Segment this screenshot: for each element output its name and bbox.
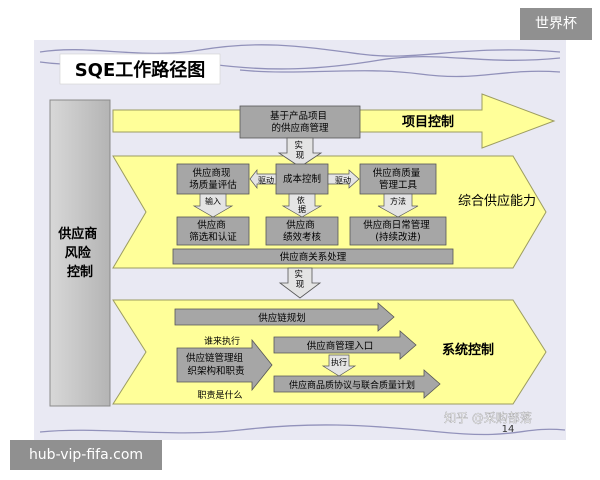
integrated-supply-label: 综合供应能力 — [458, 193, 536, 209]
project-control-label: 项目控制 — [402, 114, 454, 130]
cost-control-box — [275, 163, 329, 195]
zhihu-watermark: 知乎 @采购部落 — [444, 410, 532, 425]
org-structure-text: 供应链管理组 织架构和职责 — [186, 352, 246, 377]
daily-mgmt-text: 供应商日常管理 (持续改进) — [363, 219, 433, 243]
realize-bottom-label: 实 现 — [294, 269, 305, 290]
daily-mgmt-box — [349, 216, 447, 246]
performance-text: 供应商 绩效考核 — [283, 219, 322, 243]
what-duties-label: 职责是什么 — [197, 389, 242, 401]
quality-agreement-text: 供应商品质协议与联合质量计划 — [289, 379, 415, 391]
performance-box — [265, 216, 339, 246]
quality-agreement-arrow — [273, 369, 441, 399]
input-arrow — [192, 193, 234, 218]
method-label: 方法 — [390, 196, 406, 206]
cost-control-text: 成本控制 — [283, 173, 321, 185]
product-based-text: 基于产品项目 的供应商管理 — [270, 110, 330, 134]
watermark-bottom-left: hub-vip-fifa.com — [10, 440, 162, 470]
quality-tools-box — [359, 163, 437, 195]
method-arrow — [377, 193, 419, 218]
supply-chain-planning-arrow — [174, 302, 395, 332]
realize-top-arrow — [277, 137, 323, 168]
basis-arrow — [281, 193, 323, 218]
drive-right-label: 驱动 — [335, 175, 351, 185]
org-structure-arrow — [176, 338, 273, 392]
relationship-text: 供应商关系处理 — [280, 251, 347, 263]
supply-chain-planning-text: 供应链规划 — [258, 312, 306, 324]
market-quality-text: 供应商现 场质量评估 — [189, 167, 237, 191]
risk-control-bar — [49, 99, 111, 407]
drive-left-arrow — [249, 168, 277, 190]
realize-bottom-arrow — [278, 267, 322, 299]
page-title: SQE工作路径图 — [75, 59, 206, 81]
product-based-box — [239, 105, 361, 139]
input-label: 输入 — [205, 196, 221, 206]
page-number: 14 — [502, 424, 515, 435]
realize-top-label: 实 现 — [294, 140, 305, 161]
who-executes-label: 谁来执行 — [204, 335, 240, 347]
title-box — [59, 53, 221, 85]
market-quality-box — [176, 163, 250, 195]
drive-right-arrow — [327, 169, 360, 189]
execute-label: 执行 — [331, 357, 347, 367]
drive-left-label: 驱动 — [258, 175, 274, 185]
watermark-top-right: 世界杯 — [520, 8, 592, 40]
screening-text: 供应商 筛选和认证 — [189, 219, 237, 243]
execute-arrow — [321, 354, 357, 377]
system-control-label: 系统控制 — [442, 342, 494, 358]
basis-label: 依 据 — [297, 195, 308, 214]
risk-control-label: 供应商 风险 控制 — [57, 226, 102, 280]
quality-tools-text: 供应商质量 管理工具 — [373, 167, 424, 191]
relationship-box — [172, 248, 454, 265]
entrance-text: 供应商管理入口 — [307, 340, 374, 352]
entrance-arrow — [273, 330, 417, 360]
screening-box — [176, 216, 250, 246]
